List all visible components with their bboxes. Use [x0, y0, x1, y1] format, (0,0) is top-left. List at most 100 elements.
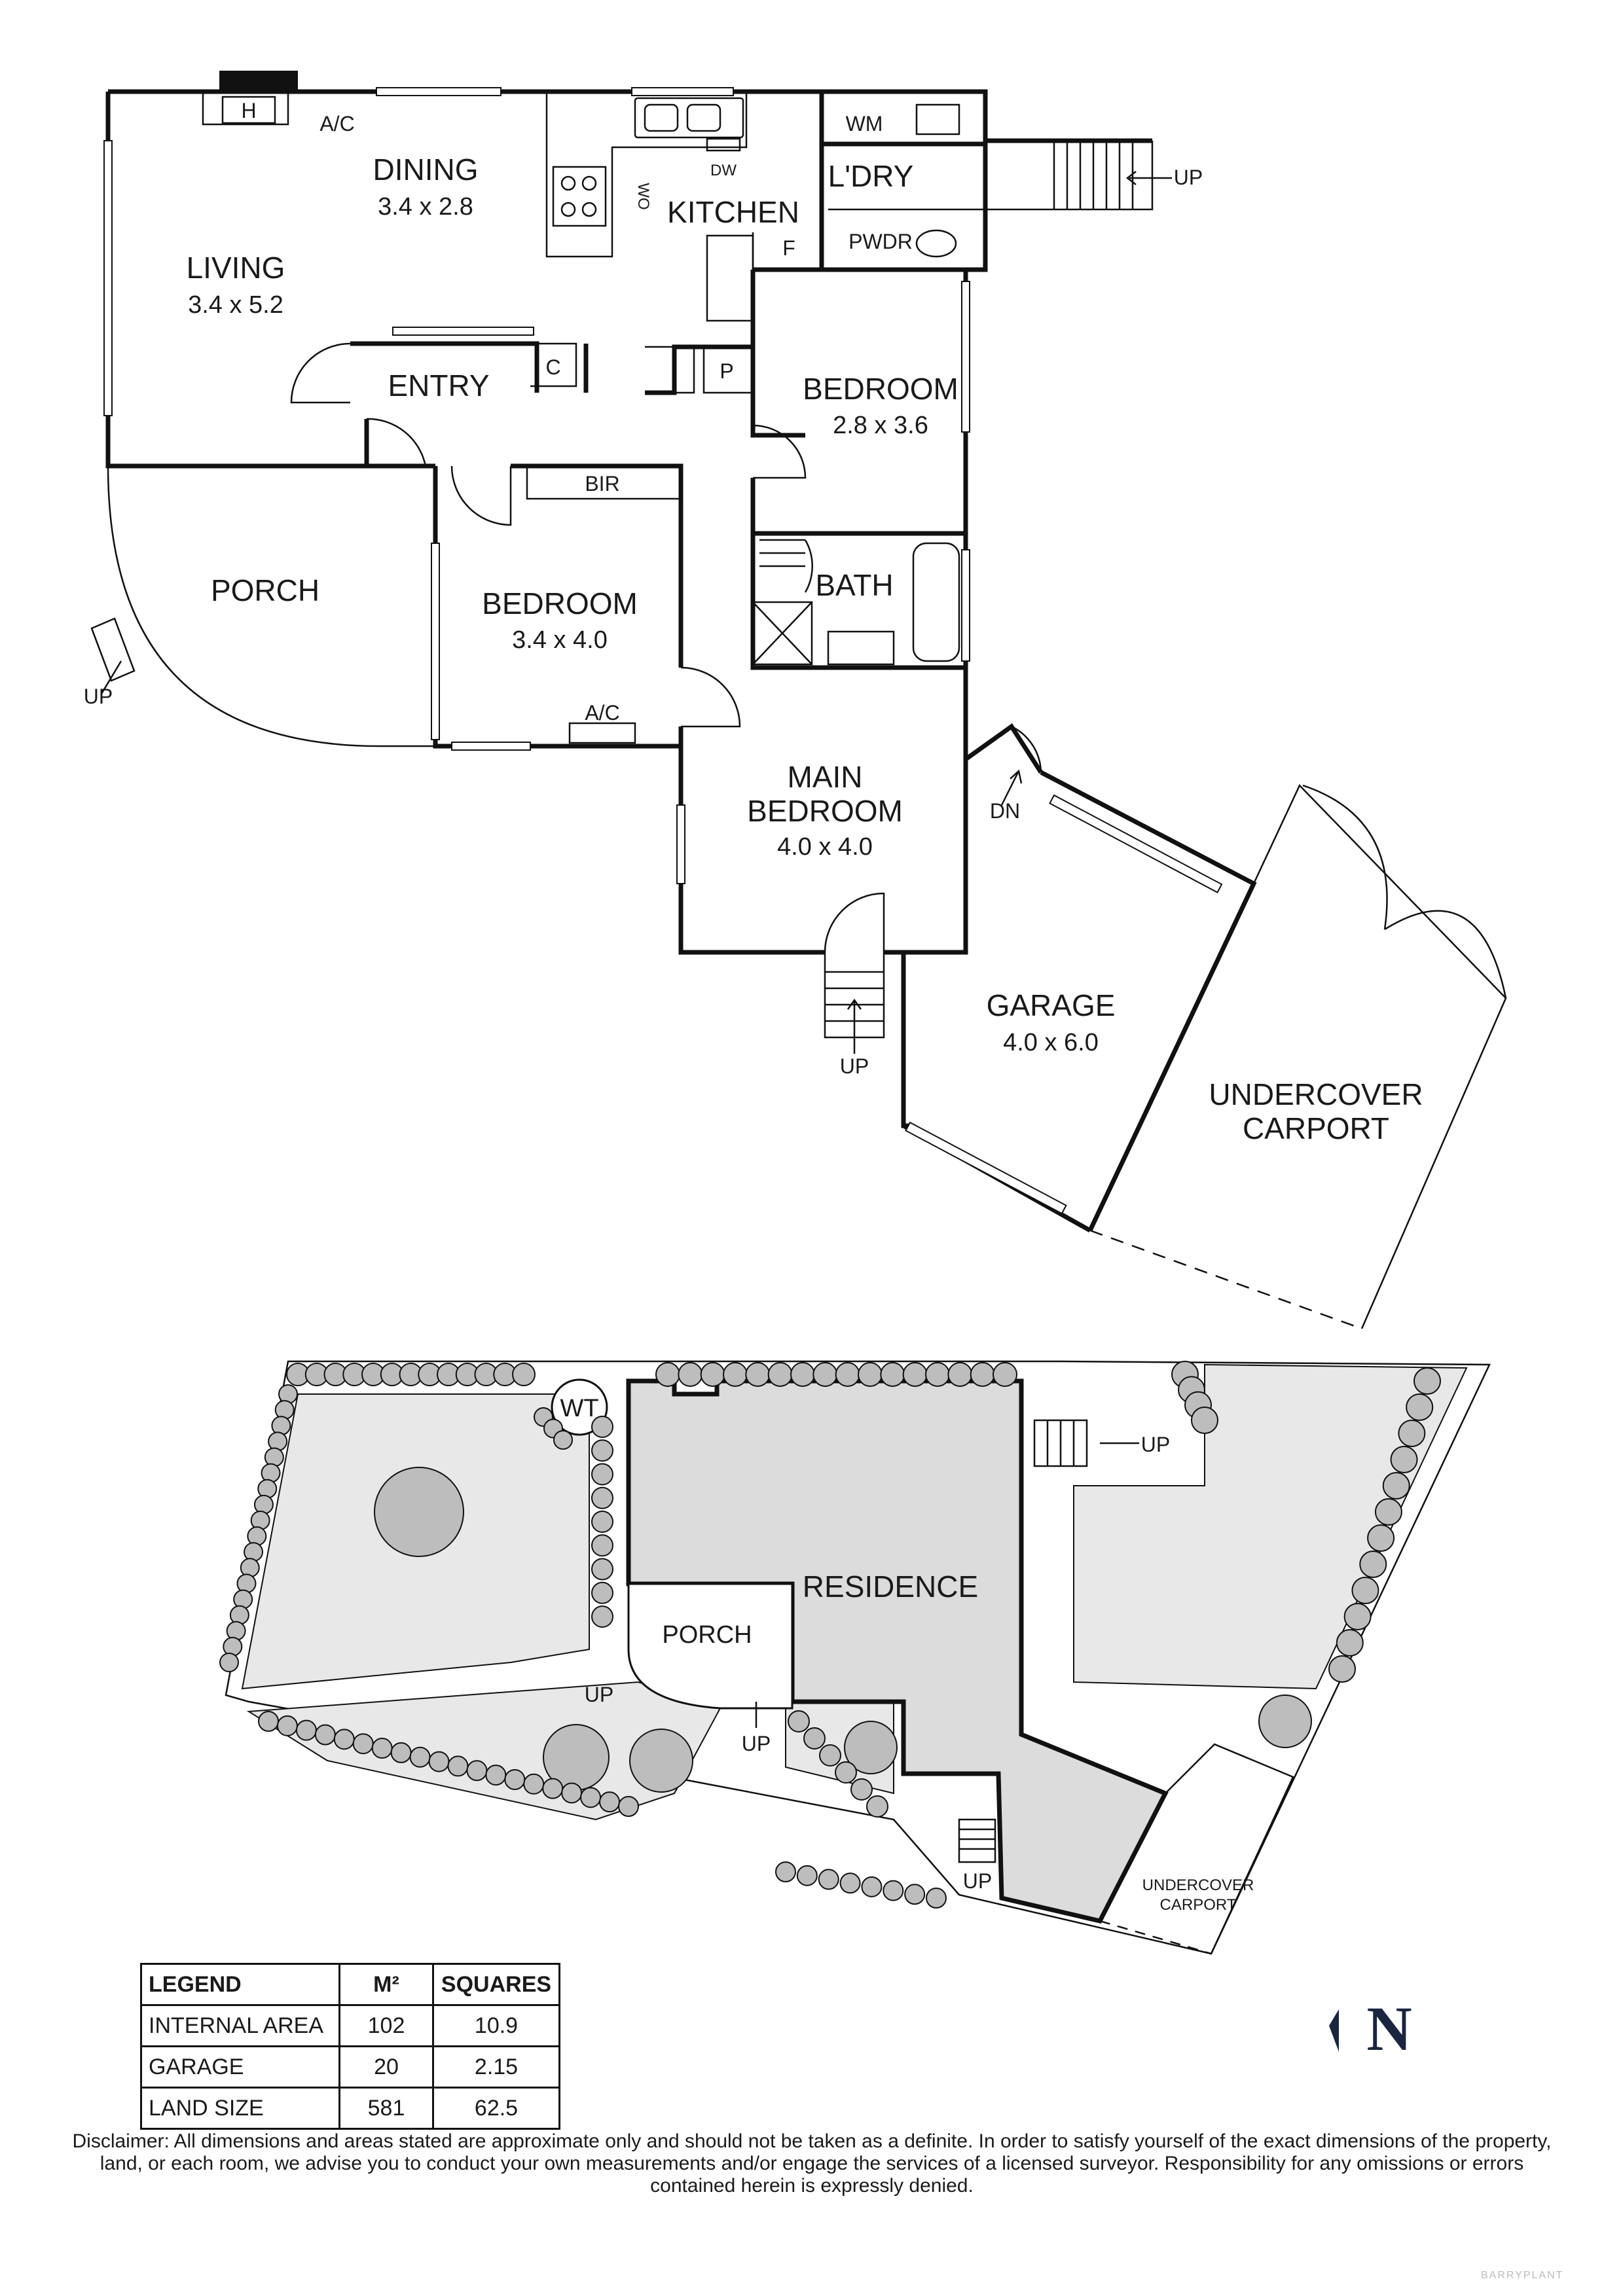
room-main-bedroom-line2: BEDROOM: [747, 794, 903, 828]
up-porch: UP: [84, 685, 113, 708]
shrub-icon: [1343, 1603, 1372, 1630]
shrub-icon: [258, 1711, 279, 1732]
up-main: UP: [840, 1054, 869, 1078]
shrub-icon: [268, 1431, 288, 1452]
shrub-icon: [223, 1636, 243, 1657]
tree-icon: [374, 1467, 464, 1557]
legend-header: LEGEND: [140, 1963, 340, 2006]
shrub-icon: [904, 1884, 926, 1905]
garage-dim: 4.0 x 6.0: [1003, 1029, 1099, 1056]
shrub-icon: [803, 1727, 826, 1749]
shrub-icon: [257, 1479, 278, 1499]
shrub-icon: [700, 1362, 725, 1387]
site-plan: RESIDENCE PORCH WT UNDERCOVER CARPORT UP…: [219, 1360, 1491, 1955]
room-bedroom-1: BEDROOM: [803, 372, 958, 406]
shower-icon: [752, 601, 813, 666]
shrub-icon: [796, 1865, 818, 1886]
main-bedroom-dim: 4.0 x 4.0: [777, 833, 873, 861]
site-carport-line1: UNDERCOVER: [1142, 1876, 1254, 1894]
shrub-icon: [835, 1362, 860, 1387]
watermark: BARRYPLANT: [1481, 2270, 1564, 2281]
site-residence-label: RESIDENCE: [803, 1570, 978, 1604]
shrub-icon: [580, 1787, 602, 1808]
shrub-icon: [244, 1542, 264, 1562]
shrub-icon: [591, 1439, 613, 1462]
shrub-icon: [866, 1795, 888, 1818]
heater-icon: [221, 96, 276, 124]
shrub-icon: [839, 1873, 861, 1894]
legend-header-m2: M²: [338, 1963, 434, 2006]
north-arrow: N: [1329, 1994, 1412, 2064]
site-up-3: UP: [742, 1732, 771, 1755]
site-carport-line2: CARPORT: [1160, 1896, 1237, 1914]
shrub-icon: [745, 1362, 771, 1387]
shrub-icon: [352, 1733, 374, 1755]
shrub-icon: [812, 1362, 838, 1387]
water-tank-label: WT: [560, 1395, 598, 1422]
north-label: N: [1366, 1994, 1412, 2064]
shrub-icon: [775, 1861, 796, 1882]
shrub-icon: [229, 1605, 249, 1625]
shrub-icon: [835, 1761, 857, 1784]
shrub-icon: [723, 1362, 748, 1387]
legend-row: GARAGE 20 2.15: [140, 2045, 560, 2089]
shrub-icon: [858, 1362, 883, 1387]
shrub-icon: [947, 1362, 973, 1387]
room-carport-line1: UNDERCOVER: [1209, 1077, 1423, 1111]
room-garage: GARAGE: [987, 988, 1116, 1022]
shrub-icon: [926, 1888, 947, 1909]
shrub-icon: [264, 1447, 284, 1467]
legend-row-m2: 20: [338, 2045, 434, 2089]
pantry-label: P: [720, 359, 733, 383]
legend-row: INTERNAL AREA 102 10.9: [140, 2004, 560, 2047]
cupboard-label: C: [545, 355, 560, 379]
shrub-icon: [276, 1715, 298, 1736]
bedroom-1-dim: 2.8 x 3.6: [833, 412, 928, 439]
shrub-icon: [970, 1362, 995, 1387]
shrub-icon: [504, 1768, 526, 1790]
shrub-icon: [247, 1526, 267, 1547]
shrub-icon: [274, 1400, 295, 1420]
shrub-icon: [226, 1621, 246, 1641]
room-entry: ENTRY: [388, 368, 489, 403]
shrub-icon: [678, 1362, 703, 1387]
site-up-2: UP: [585, 1683, 613, 1706]
shrub-icon: [333, 1729, 355, 1750]
room-kitchen: KITCHEN: [667, 195, 799, 229]
shrub-icon: [523, 1773, 545, 1795]
room-main-bedroom-line1: MAIN: [788, 760, 863, 794]
bathtub-icon: [912, 542, 960, 662]
shrub-icon: [371, 1738, 393, 1759]
shrub-icon: [993, 1362, 1017, 1387]
legend-row-squares: 2.15: [432, 2045, 560, 2089]
shrub-icon: [1191, 1407, 1218, 1434]
shrub-icon: [1328, 1655, 1356, 1683]
vanity-icon: [827, 630, 895, 666]
shrub-icon: [250, 1510, 270, 1530]
shrub-icon: [278, 1384, 298, 1404]
shrub-icon: [591, 1416, 613, 1438]
legend-row-label: INTERNAL AREA: [140, 2004, 340, 2047]
shrub-icon: [591, 1486, 613, 1509]
shrub-icon: [561, 1782, 583, 1804]
lawn-right: [1073, 1363, 1468, 1690]
legend-header-squares: SQUARES: [432, 1963, 560, 2006]
shrub-icon: [591, 1534, 613, 1557]
site-up-4: UP: [963, 1869, 992, 1893]
shrub-icon: [819, 1744, 841, 1767]
laundry-tub-icon: [915, 103, 960, 135]
shrub-icon: [1359, 1551, 1387, 1578]
bir-label: BIR: [585, 472, 619, 495]
heater-label: H: [241, 99, 256, 122]
shrub-icon: [790, 1362, 815, 1387]
room-laundry: L'DRY: [828, 159, 914, 193]
tree-icon: [629, 1729, 693, 1793]
chimney: [219, 71, 298, 92]
shrub-icon: [591, 1605, 613, 1628]
legend-row: LAND SIZE 581 62.5: [140, 2087, 560, 2130]
oven-label: WO: [634, 183, 652, 209]
dining-dim: 3.4 x 2.8: [378, 193, 473, 221]
floor-plan: H A/C DW WO WM L'DRY PWDR F: [84, 71, 1507, 1330]
shrub-icon: [466, 1760, 488, 1782]
site-up-1: UP: [1141, 1433, 1170, 1456]
